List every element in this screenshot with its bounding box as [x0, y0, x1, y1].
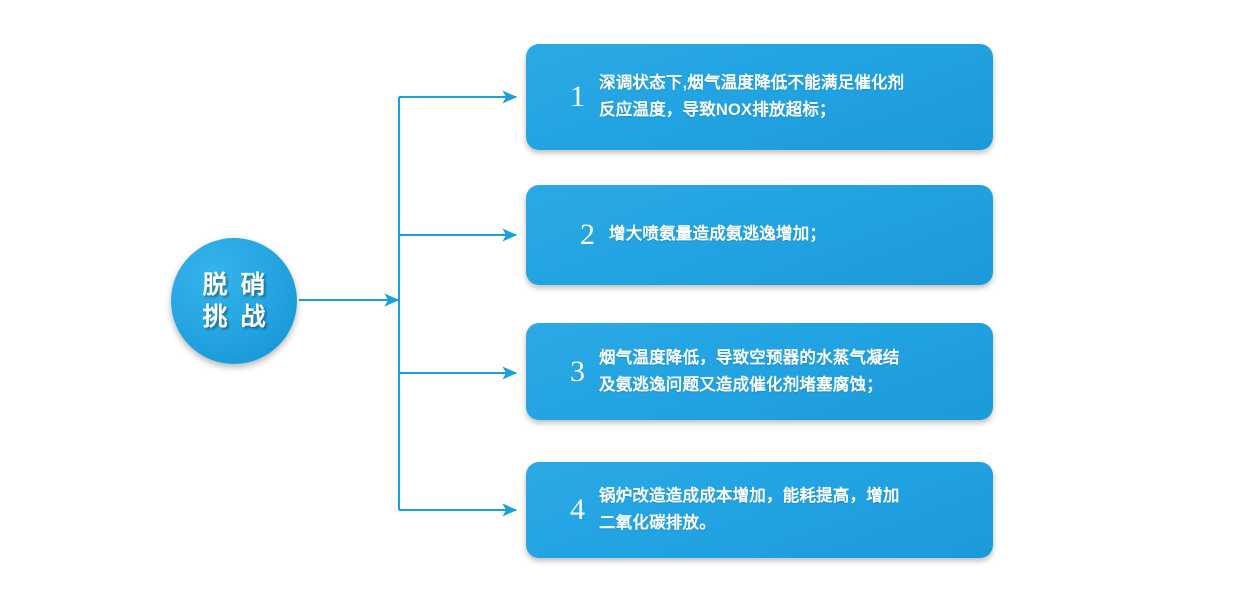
challenge-text-2-line-1: 增大喷氨量造成氨逃逸增加；: [609, 225, 827, 244]
hub-node[interactable]: 脱 硝 挑 战: [171, 238, 297, 364]
challenge-text-2: 增大喷氨量造成氨逃逸增加；: [609, 223, 975, 246]
challenge-box-1[interactable]: 1 深调状态下,烟气温度降低不能满足催化剂 反应温度，导致NOX排放超标；: [526, 44, 993, 150]
challenge-number-2: 2: [580, 218, 595, 251]
challenge-box-4[interactable]: 4 锅炉改造造成成本增加，能耗提高，增加 二氧化碳排放。: [526, 462, 993, 558]
challenge-box-3[interactable]: 3 烟气温度降低，导致空预器的水蒸气凝结 及氨逃逸问题又造成催化剂堵塞腐蚀；: [526, 323, 993, 420]
challenge-text-1-line-1: 深调状态下,烟气温度降低不能满足催化剂: [599, 74, 905, 93]
challenge-text-3-line-2: 及氨逃逸问题又造成催化剂堵塞腐蚀；: [599, 375, 883, 394]
challenge-number-3: 3: [570, 354, 585, 388]
challenge-text-1-line-2: 反应温度，导致NOX排放超标；: [599, 101, 836, 119]
challenge-number-1: 1: [570, 80, 585, 113]
challenge-text-4: 锅炉改造造成成本增加，能耗提高，增加 二氧化碳排放。: [599, 483, 975, 536]
hub-label-line-1: 脱 硝: [202, 270, 269, 299]
challenge-text-1: 深调状态下,烟气温度降低不能满足催化剂 反应温度，导致NOX排放超标；: [599, 70, 975, 123]
challenge-text-4-line-1: 锅炉改造造成成本增加，能耗提高，增加: [599, 487, 900, 506]
hub-label-line-2: 挑 战: [202, 303, 269, 331]
challenge-text-3-line-1: 烟气温度降低，导致空预器的水蒸气凝结: [599, 348, 900, 367]
challenge-box-2[interactable]: 2 增大喷氨量造成氨逃逸增加；: [526, 185, 993, 285]
challenge-text-4-line-2: 二氧化碳排放。: [599, 514, 716, 532]
challenge-text-3: 烟气温度降低，导致空预器的水蒸气凝结 及氨逃逸问题又造成催化剂堵塞腐蚀；: [599, 345, 975, 398]
challenge-number-4: 4: [570, 493, 585, 526]
